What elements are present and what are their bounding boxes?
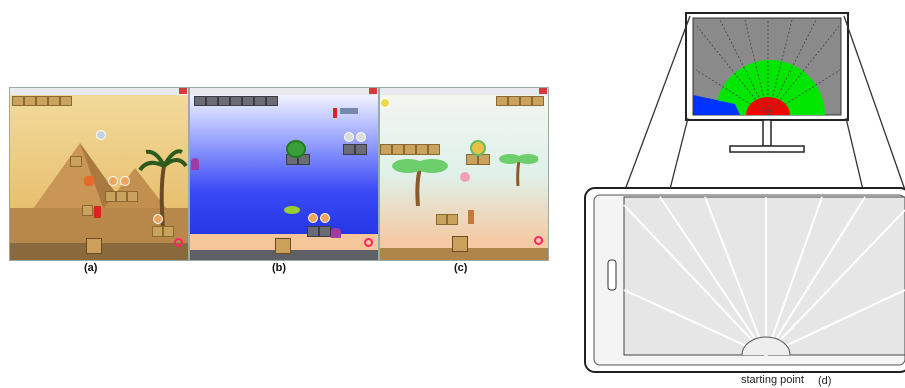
block <box>254 96 266 106</box>
block <box>242 96 254 106</box>
block <box>266 96 278 106</box>
game-panel-desert <box>9 87 189 261</box>
palm-tree-icon <box>498 146 538 186</box>
character-icon <box>84 176 94 186</box>
block <box>355 144 367 155</box>
block <box>163 226 174 237</box>
life-ring-icon <box>534 236 543 245</box>
block <box>127 191 138 202</box>
block <box>307 226 319 237</box>
block <box>319 226 331 237</box>
window-titlebar <box>190 88 378 95</box>
block <box>508 96 520 106</box>
game-panel-meadow <box>379 87 549 261</box>
starting-point-label: starting point <box>741 374 804 386</box>
fish-icon <box>340 108 358 114</box>
palm-tree-icon <box>138 148 188 228</box>
character-icon <box>94 206 101 218</box>
coin-icon <box>108 176 118 186</box>
caption-b: (b) <box>272 262 286 274</box>
block <box>436 214 447 225</box>
block <box>343 144 355 155</box>
caption-d: (d) <box>818 375 831 387</box>
block <box>194 96 206 106</box>
block <box>82 205 93 216</box>
block <box>520 96 532 106</box>
octopus-icon <box>191 158 199 170</box>
close-icon[interactable] <box>369 88 377 94</box>
coin-icon <box>96 130 106 140</box>
life-ring-icon <box>364 238 373 247</box>
coin-icon <box>380 98 390 108</box>
character-icon <box>460 172 470 182</box>
block <box>496 96 508 106</box>
coin-icon <box>120 176 130 186</box>
coin-icon <box>308 213 318 223</box>
caption-a: (a) <box>84 262 97 274</box>
fish-icon <box>284 206 300 214</box>
crate-icon <box>275 238 291 254</box>
crate-icon <box>452 236 468 252</box>
block <box>532 96 544 106</box>
coin-icon <box>344 132 354 142</box>
coin-icon <box>356 132 366 142</box>
coin-icon <box>153 214 163 224</box>
palm-tree-icon <box>390 148 450 208</box>
window-titlebar <box>380 88 548 95</box>
block <box>116 191 127 202</box>
close-icon[interactable] <box>539 88 547 94</box>
block <box>218 96 230 106</box>
block <box>152 226 163 237</box>
character-icon <box>333 108 337 118</box>
octopus-icon <box>331 228 341 238</box>
character-icon <box>470 140 486 156</box>
life-ring-icon <box>174 238 183 247</box>
coin-icon <box>320 213 330 223</box>
character-icon <box>468 210 474 224</box>
caption-c: (c) <box>454 262 467 274</box>
block <box>230 96 242 106</box>
block <box>206 96 218 106</box>
field-of-view-diagram <box>560 0 905 388</box>
game-panel-ocean <box>189 87 379 261</box>
block <box>105 191 116 202</box>
character-icon <box>286 140 306 158</box>
block <box>70 156 82 167</box>
block <box>447 214 458 225</box>
crate-icon <box>86 238 102 254</box>
